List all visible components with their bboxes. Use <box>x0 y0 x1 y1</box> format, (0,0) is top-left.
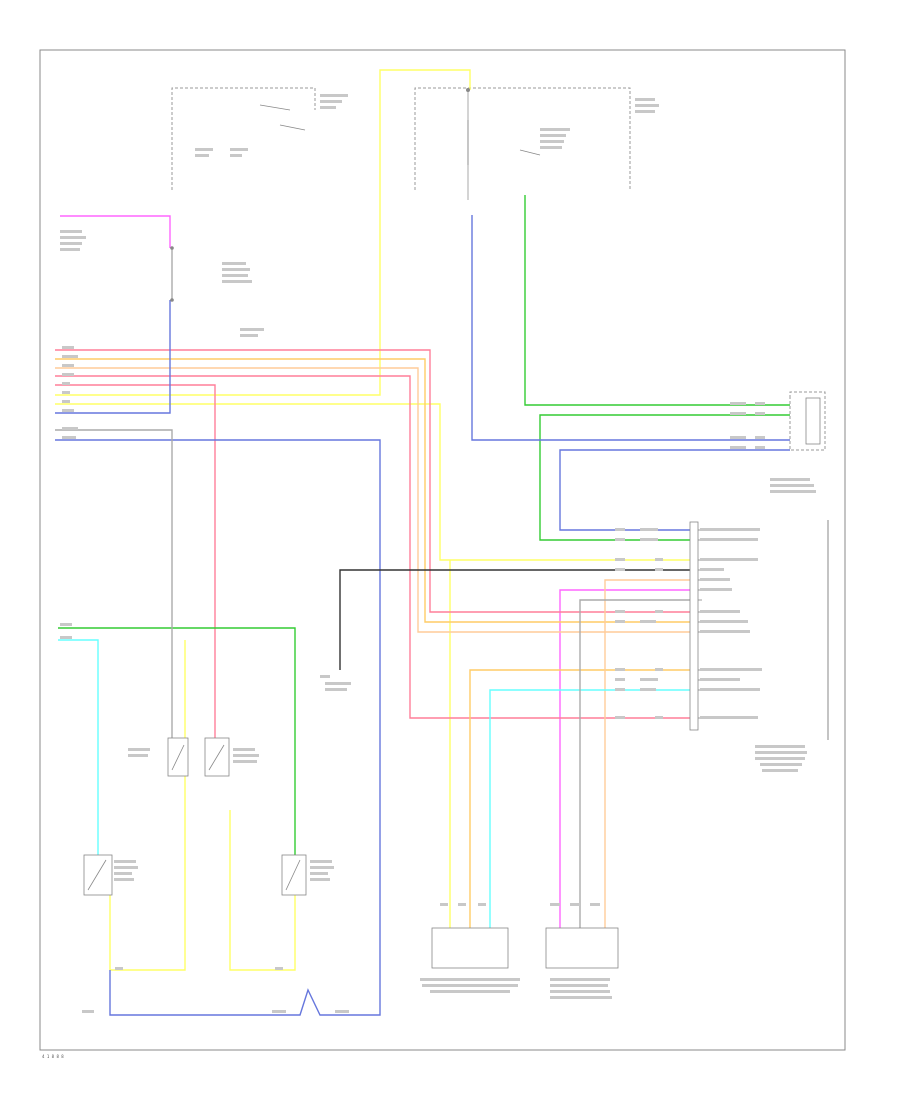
wire-gray-1 <box>55 429 173 745</box>
module-connector <box>689 521 699 731</box>
wire-tan-2 <box>55 367 690 633</box>
wire-red-2 <box>55 375 690 719</box>
wire-blue-relay <box>55 300 171 414</box>
fuse-block-box <box>171 87 316 190</box>
wire-red-1 <box>55 349 690 613</box>
wire-yellow-right-loop <box>229 810 296 971</box>
connector-right-box <box>789 391 826 451</box>
wire-red-3 <box>55 384 216 745</box>
switch-lower-right <box>281 854 307 896</box>
diagram-footer-id: 4 1 8 8 8 <box>42 1054 64 1059</box>
wire-orange-sensor-2 <box>604 579 690 928</box>
wire-blue-ground <box>55 439 381 1016</box>
wire-pink-sensor <box>559 589 690 928</box>
wire-green-top <box>524 195 790 406</box>
wire-tan-1 <box>55 358 690 623</box>
wire-yellow-top-loop <box>55 69 471 396</box>
wire-codes <box>60 346 765 1013</box>
wire-blue-top <box>471 215 790 441</box>
connector-right <box>805 397 821 445</box>
wire-pink-top <box>60 215 171 248</box>
wire-black <box>339 569 690 670</box>
switch-lower-left <box>83 854 113 896</box>
wire-blue-2 <box>559 449 790 531</box>
diagram-frame <box>39 49 846 1051</box>
sensor-right <box>545 927 619 969</box>
wire-green-left <box>58 627 296 860</box>
sensor-left <box>431 927 509 969</box>
wire-yellow-bus <box>55 403 690 561</box>
wire-cyan-sensor <box>489 689 690 928</box>
wire-yellow-left-loop <box>109 640 186 971</box>
wire-gray-sensor <box>579 599 690 928</box>
label-blocks <box>60 94 816 999</box>
relay-center-box <box>414 87 631 190</box>
wire-cyan-left <box>58 639 99 860</box>
wire-green-2 <box>539 414 790 541</box>
